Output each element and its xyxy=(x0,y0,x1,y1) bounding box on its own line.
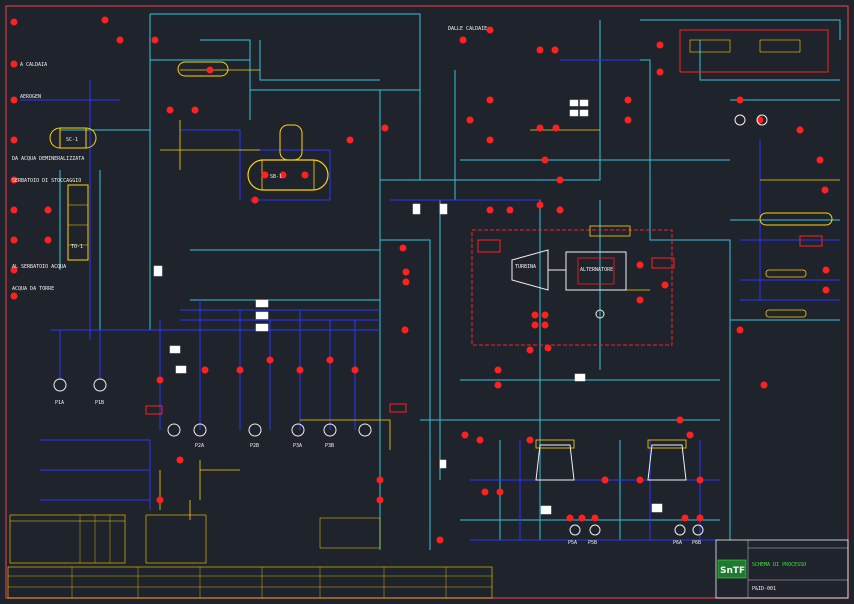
pump-label: P1B xyxy=(95,400,104,406)
inlet-label-caldaia: A CALDAIA xyxy=(20,62,47,68)
pump-label: P2B xyxy=(250,443,259,449)
pump-label: P6B xyxy=(692,540,701,546)
process-lines-blue xyxy=(20,59,840,541)
inlet-label-demi: DA ACQUA DEMINERALIZZATA xyxy=(12,156,84,162)
process-lines-yellow xyxy=(159,69,840,520)
drawing-frame xyxy=(5,5,849,599)
instrument-bubbles xyxy=(10,16,830,544)
title-block-logo: SnTF xyxy=(720,566,745,576)
motor-boxes xyxy=(145,235,823,415)
inlet-labels: A CALDAIA AEROGEN DA ACQUA DEMINERALIZZA… xyxy=(12,26,487,292)
inlet-label-stoccaggio: SERBATOIO DI STOCCAGGIO xyxy=(12,178,81,184)
top-inlet-label: DALLE CALDAIE xyxy=(448,26,487,32)
pump-label: P1A xyxy=(55,400,64,406)
vessel-exchanger-left xyxy=(49,127,97,149)
inlet-label-torre: ACQUA DA TORRE xyxy=(12,286,54,292)
legend-table-mid xyxy=(145,514,207,564)
pump-symbols xyxy=(53,114,768,536)
pump-label: P5A xyxy=(568,540,577,546)
cooler-right xyxy=(647,439,687,481)
pump-label: P2A xyxy=(195,443,204,449)
turbine-label: TURBINA xyxy=(515,264,536,270)
column-left xyxy=(67,184,89,261)
right-exchanger xyxy=(759,212,833,318)
top-exchanger xyxy=(177,61,229,77)
process-lines-cyan xyxy=(59,13,841,550)
equipment-labels: TURBINA ALTERNATORE SB-1 SC-1 TO-1 xyxy=(66,137,613,273)
revision-strip xyxy=(7,566,493,599)
top-right-skid xyxy=(679,29,829,73)
title-block-drawing-title: SCHEMA DI PROCESSO xyxy=(752,562,806,568)
legend-table-left xyxy=(9,514,126,564)
notes-block xyxy=(319,517,381,549)
title-block-drawing-number: P&ID-001 xyxy=(752,586,776,592)
alternator-label: ALTERNATORE xyxy=(580,267,613,273)
exchanger-label: SC-1 xyxy=(66,137,78,143)
pump-label: P3B xyxy=(325,443,334,449)
pump-label: P3A xyxy=(293,443,302,449)
cooler-left xyxy=(535,439,575,481)
pump-labels: P1A P1B P2A P2B P3A P3B P5A P5B P6A P6B xyxy=(55,400,701,546)
pump-label: P6A xyxy=(673,540,682,546)
inlet-label-aerogen: AEROGEN xyxy=(20,94,41,100)
valve-tags xyxy=(153,99,663,515)
separator-vessel xyxy=(247,124,329,191)
column-label: TO-1 xyxy=(71,244,83,250)
inlet-label-serbatoio: AL SERBATOIO ACQUA xyxy=(12,264,66,270)
title-block: SnTF SCHEMA DI PROCESSO P&ID-001 xyxy=(715,539,849,599)
separator-label: SB-1 xyxy=(270,174,282,180)
pump-label: P5B xyxy=(588,540,597,546)
turbine-group xyxy=(471,225,673,346)
